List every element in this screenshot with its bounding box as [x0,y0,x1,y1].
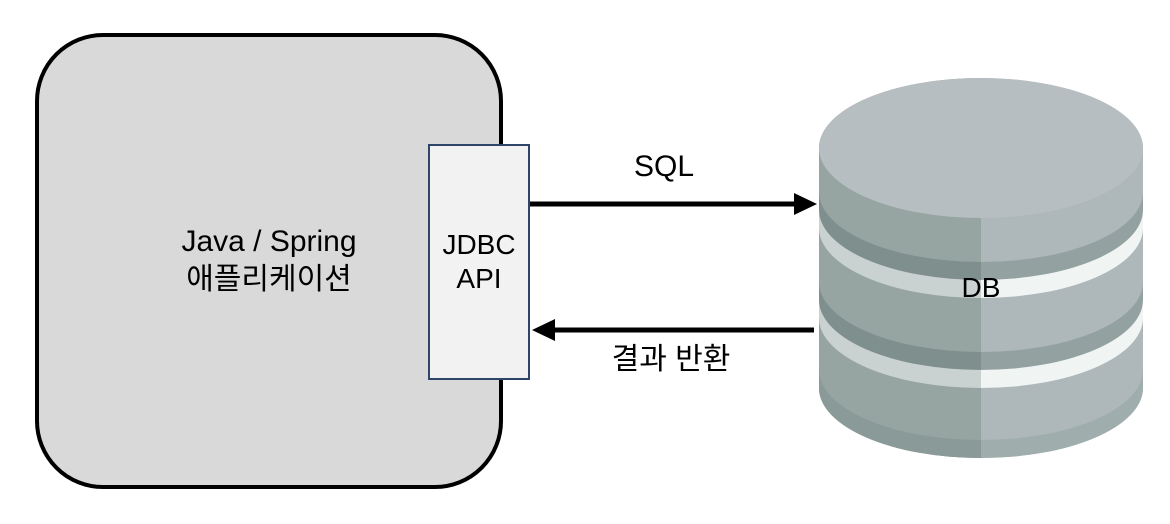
result-arrow-label: 결과 반환 [611,343,731,376]
application-label-line2: 애플리케이션 [186,263,352,296]
cylinder-band-dark-2-left [819,282,981,370]
sql-arrow-label: SQL [633,150,695,183]
database-cylinder [819,78,1143,458]
cylinder-bottom-rim-left [819,370,981,458]
jdbc-api-box: JDBC API [428,144,530,380]
sql-arrow [530,193,817,215]
cylinder-top-ellipse [819,78,1143,218]
cylinder-band-light-2-left [819,300,981,388]
result-arrow [532,319,814,341]
application-label-line1: Java / Spring [181,225,357,258]
jdbc-label-line1: JDBC [442,229,516,260]
cylinder-band-light-1-left [819,210,981,298]
application-box: Java / Spring 애플리케이션 [35,33,503,489]
result-arrowhead-icon [532,319,555,341]
sql-arrowhead-icon [794,193,817,215]
jdbc-label-line2: API [456,263,502,294]
cylinder-band-dark-1-left [819,192,981,280]
database-label: DB [961,272,1001,303]
